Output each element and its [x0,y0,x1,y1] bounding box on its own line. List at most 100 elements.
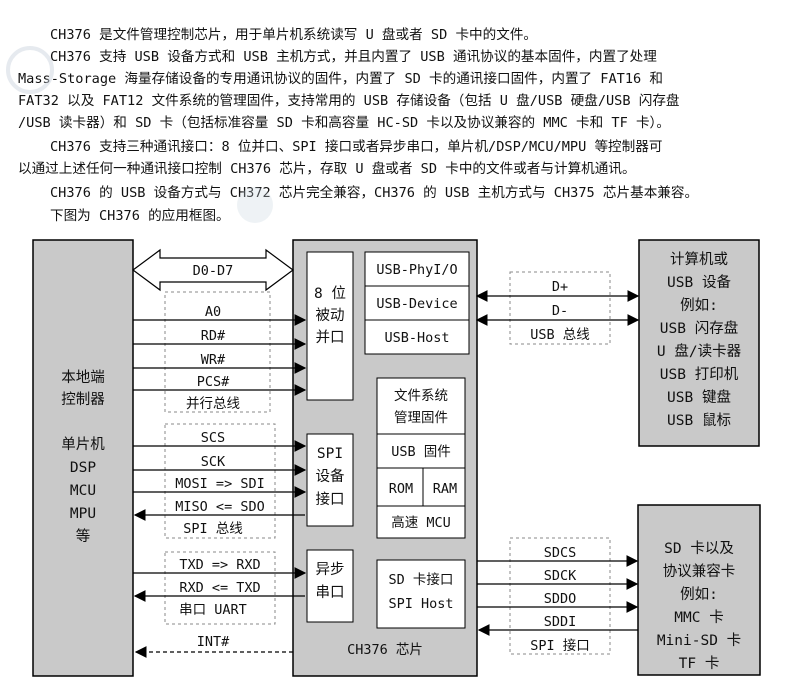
sd-bus-label: SPI 接口 [530,637,590,654]
rxd-label: RXD <= TXD [179,580,260,596]
d-minus-label: D- [552,303,568,319]
sddi-label: SDDI [544,614,577,630]
controller-rect [32,239,134,677]
sd-interface-block [376,559,466,629]
controller-label-7: 等 [76,527,91,545]
watermark-logo-icon [237,187,273,223]
data-bus-arrow: D0-D7 [131,248,295,292]
intro-paragraph-5: 下图为 CH376 的应用框图。 [50,208,230,224]
controller-label-1: 本地端 [61,369,105,386]
sd-box-line-5: Mini-SD 卡 [657,632,741,649]
spi-bus-region [164,423,276,539]
sd-box-line-2: 协议兼容卡 [663,563,736,580]
scs-label: SCS [201,430,225,446]
uart-port-label-2: 串口 [316,584,345,601]
spi-bus-label: SPI 总线 [183,521,243,537]
spi-bus: SCS SCK MOSI => SDI MISO <= SDO SPI 总线 [133,430,307,537]
sddo-label: SDDO [544,591,577,607]
intro-paragraph-2-line-2: Mass-Storage 海量存储设备的专用通讯协议的固件，内置了 SD 卡的通… [18,71,664,87]
fs-firmware-label-1: 文件系统 [394,388,448,404]
parallel-port-block [306,251,354,401]
intro-paragraph-2-line-1: CH376 支持 USB 设备方式和 USB 主机方式，并且内置了 USB 通讯… [50,49,657,65]
parallel-port-label-1: 8 位 [314,285,346,302]
pcs-label: PCS# [197,374,230,390]
sdck-label: SDCK [544,568,577,584]
parallel-bus: A0 RD# WR# PCS# 并行总线 [133,304,307,412]
mosi-label: MOSI => SDI [175,476,264,492]
mcu-block: 高速 MCU [391,514,451,531]
usb-bus-region [509,271,611,345]
int-label: INT# [197,634,230,650]
d-plus-label: D+ [552,279,568,295]
intro-paragraph-2-line-3: FAT32 以及 FAT12 文件系统的管理固件，支持常用的 USB 存储设备（… [18,93,680,109]
uart-port-block [306,549,354,623]
watermark-circle-icon [6,46,54,94]
pc-box-line-8: USB 鼠标 [667,412,731,429]
sd-card-box: SD 卡以及 协议兼容卡 例如: MMC 卡 Mini-SD 卡 TF 卡 [637,504,761,676]
miso-label: MISO <= SDO [175,499,264,515]
uart-bus-label: 串口 UART [179,602,247,618]
intro-paragraph-1: CH376 是文件管理控制芯片，用于单片机系统读写 U 盘或者 SD 卡中的文件… [50,27,538,43]
usb-device-block: USB-Device [376,296,457,312]
usb-firmware-block: USB 固件 [391,444,451,460]
sck-label: SCK [201,454,226,470]
usb-bus: D+ D- USB 总线 [475,279,640,343]
controller-label-3: 单片机 [61,436,105,453]
usb-bus-label: USB 总线 [530,327,590,343]
sd-box-line-4: MMC 卡 [674,609,723,626]
parallel-bus-region [164,291,271,413]
parallel-port-label-3: 并口 [316,329,345,346]
intro-paragraph-3-line-2: 以通过上述任何一种通讯接口控制 CH376 芯片，存取 U 盘或者 SD 卡中的… [18,161,636,177]
int-signal: INT# [134,634,293,658]
sd-box-line-6: TF 卡 [679,655,720,672]
sd-bus-region [509,537,611,655]
wr-label: WR# [201,352,226,368]
controller-label-2: 控制器 [61,391,105,408]
pc-box-line-1: 计算机或 [670,251,728,268]
a0-label: A0 [205,304,221,320]
rom-block: ROM [389,481,413,497]
parallel-port-label-2: 被动 [316,307,345,324]
controller-label-6: MPU [70,506,96,522]
txd-label: TXD => RXD [179,557,260,573]
usb-block-group [364,251,470,355]
controller-label-5: MCU [70,483,96,499]
uart-port-label-1: 异步 [316,561,345,578]
bus-regions [164,271,611,655]
pc-box-rect [638,239,760,447]
sd-interface-label-2: SPI Host [388,596,453,612]
spi-port-label-2: 设备 [316,468,345,485]
spi-port-block [306,433,354,527]
pc-box-line-4: USB 闪存盘 [660,319,738,337]
pc-box-line-5: U 盘/读卡器 [657,342,742,360]
usb-host-block: USB-Host [384,330,449,346]
pc-box-line-7: USB 键盘 [667,388,731,406]
pc-box-line-3: 例如: [680,297,718,314]
firmware-block-group [376,377,466,539]
local-controller-box: 本地端 控制器 单片机 DSP MCU MPU 等 [32,239,134,677]
pc-box-line-2: USB 设备 [667,274,731,291]
chip-label: CH376 芯片 [347,642,423,658]
fs-firmware-label-2: 管理固件 [394,410,448,426]
spi-port-label-1: SPI [317,446,343,462]
d0-d7-double-arrow-icon [131,248,295,292]
uart-bus-region [164,551,276,625]
pc-usb-device-box: 计算机或 USB 设备 例如: USB 闪存盘 U 盘/读卡器 USB 打印机 … [638,239,760,447]
parallel-bus-label: 并行总线 [186,396,240,412]
intro-paragraph-2-line-4: /USB 读卡器）和 SD 卡（包括标准容量 SD 卡和高容量 HC-SD 卡以… [18,115,670,131]
rd-label: RD# [201,328,226,344]
usb-phy-block: USB-PhyI/O [376,262,457,278]
controller-label-4: DSP [70,460,96,476]
uart-bus: TXD => RXD RXD <= TXD 串口 UART [133,557,307,618]
sd-bus: SDCS SDCK SDDO SDDI SPI 接口 [477,545,639,654]
intro-paragraph-4: CH376 的 USB 设备方式与 CH372 芯片完全兼容，CH376 的 U… [50,185,699,201]
pc-box-line-6: USB 打印机 [660,366,739,383]
sd-box-rect [637,504,761,676]
sdcs-label: SDCS [544,545,577,561]
sd-box-line-1: SD 卡以及 [664,540,734,557]
spi-port-label-3: 接口 [316,491,345,508]
ram-block: RAM [433,481,457,497]
d0-d7-label: D0-D7 [193,263,234,279]
